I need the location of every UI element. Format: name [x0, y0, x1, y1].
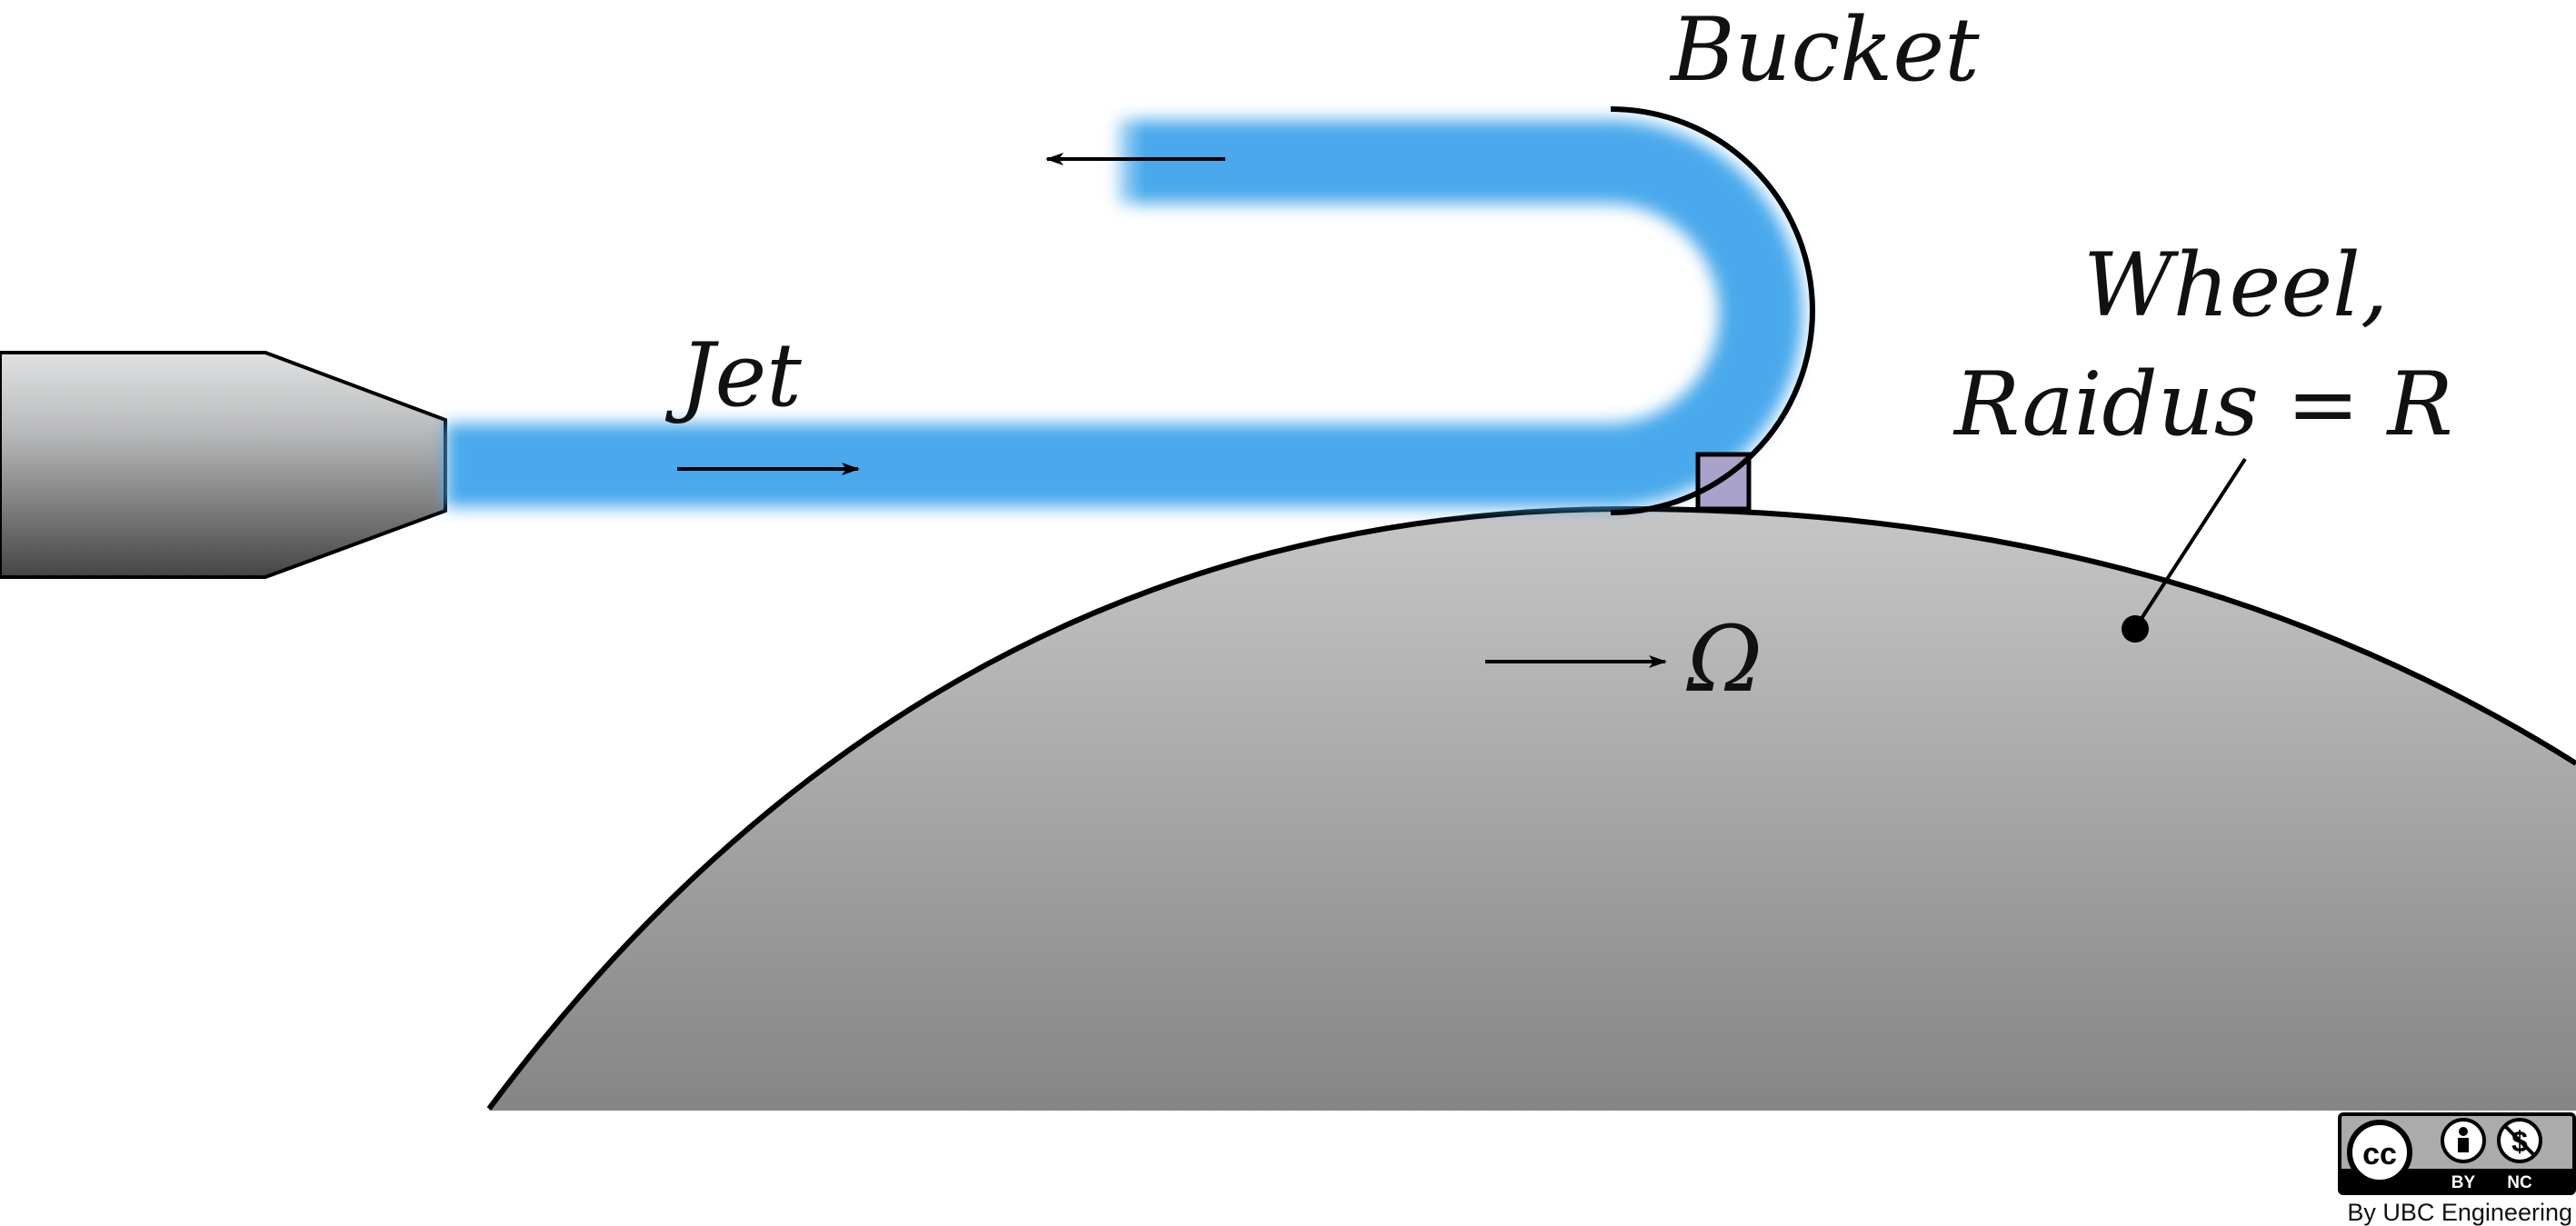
- nc-strike: [2503, 1124, 2536, 1157]
- jet-label: Jet: [664, 324, 802, 426]
- wheel-rim: [486, 505, 2576, 1111]
- cc-license-icon: [2347, 1120, 2412, 1185]
- wheel-icon: [489, 509, 2576, 1111]
- omega-label: Ω: [1686, 606, 1762, 713]
- by-badge-label: BY: [2451, 1173, 2476, 1192]
- credit-text: By UBC Engineering: [2347, 1199, 2572, 1226]
- cc-license-badge: cc $ BY NC: [2338, 1112, 2576, 1195]
- by-body: [2458, 1138, 2469, 1152]
- wheel-radius-label: Raidus = R: [1952, 354, 2453, 455]
- wheel: [486, 457, 2576, 1111]
- water-jet: [445, 120, 1802, 507]
- wheel-label: Wheel,: [2083, 234, 2388, 336]
- bucket-icon: [1610, 106, 1815, 515]
- jet-fade-left: [1091, 100, 1145, 227]
- by-head: [2459, 1127, 2468, 1136]
- nozzle: [0, 351, 447, 579]
- jet-fade-cover: [1045, 100, 1095, 227]
- wheel-leader-line: [2139, 457, 2247, 622]
- wheel-center-dot: [2122, 615, 2149, 643]
- cc-symbol: cc: [2362, 1137, 2397, 1171]
- nc-badge-label: NC: [2507, 1173, 2532, 1192]
- nozzle-icon: [0, 351, 447, 579]
- bucket: [1610, 106, 1815, 515]
- bucket-label: Bucket: [1669, 0, 1980, 101]
